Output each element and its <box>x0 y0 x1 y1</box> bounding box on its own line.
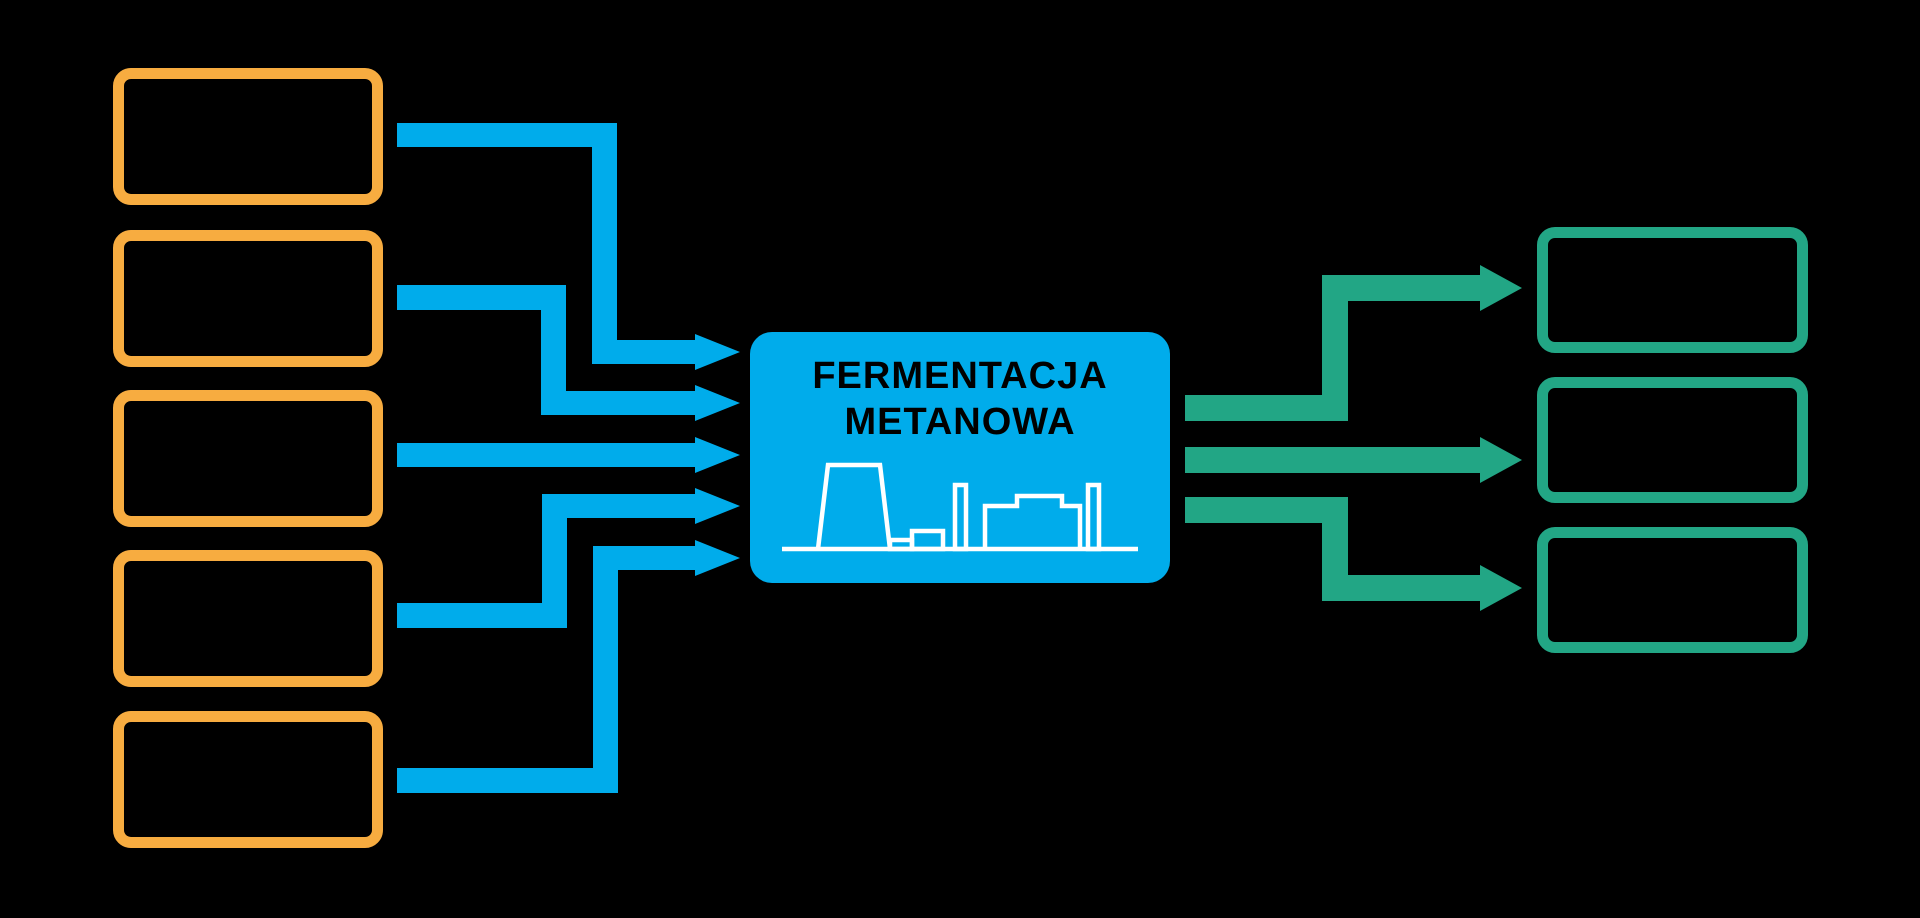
output-box-2 <box>1537 377 1808 503</box>
plant-small-building <box>909 528 946 552</box>
input-arrow-4 <box>397 488 740 628</box>
plant-main-building <box>982 493 1083 549</box>
input-box-4 <box>113 550 383 687</box>
output-arrow-1 <box>1185 265 1522 421</box>
input-box-2 <box>113 230 383 367</box>
cooling-tower <box>815 462 893 550</box>
input-arrow-2 <box>397 285 740 421</box>
input-arrow-3 <box>397 437 740 473</box>
process-box: FERMENTACJA METANOWA <box>750 332 1170 583</box>
input-box-1 <box>113 68 383 205</box>
output-arrow-2 <box>1185 437 1522 483</box>
process-label: FERMENTACJA METANOWA <box>750 332 1170 445</box>
input-arrow-5 <box>397 540 740 793</box>
plant-chimney-1 <box>952 482 969 552</box>
industrial-plant-icon <box>782 462 1138 552</box>
output-arrow-3 <box>1185 497 1522 611</box>
output-box-3 <box>1537 527 1808 653</box>
input-box-5 <box>113 711 383 848</box>
plant-chimney-2 <box>1085 482 1102 552</box>
plant-annex <box>887 537 915 552</box>
input-box-3 <box>113 390 383 527</box>
process-label-line1: FERMENTACJA <box>812 355 1108 397</box>
process-label-line2: METANOWA <box>844 401 1076 443</box>
input-arrow-1 <box>397 123 740 370</box>
output-box-1 <box>1537 227 1808 353</box>
